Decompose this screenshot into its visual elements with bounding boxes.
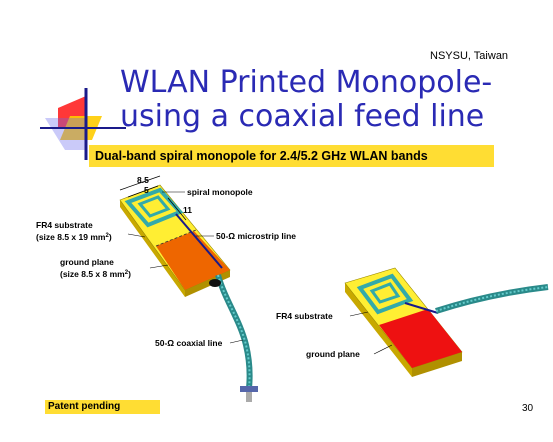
spiral-inner <box>137 195 171 218</box>
spiral-right-outer <box>356 273 414 315</box>
page-number: 30 <box>522 403 534 414</box>
microstrip-line <box>175 213 223 269</box>
substrate-right-side <box>345 283 412 377</box>
ground-label-line1: ground plane <box>60 257 114 267</box>
ground-label-line2: (size 8.5 x 8 mm2) <box>60 269 131 279</box>
right-antenna: FR4 substrate ground plane <box>276 267 549 377</box>
substrate-side <box>120 200 185 297</box>
coax-cable-right <box>435 284 549 314</box>
slide-title: WLAN Printed Monopole- using a coaxial f… <box>120 66 550 134</box>
dim-line-inner <box>127 185 159 198</box>
fr4-label-line2: (size 8.5 x 19 mm2) <box>36 232 112 242</box>
microstrip-right <box>404 302 439 314</box>
coax-end <box>209 279 221 287</box>
dim-line-height <box>167 197 187 221</box>
dim-label-inner: 5 <box>144 185 149 195</box>
spiral-outer <box>124 187 184 228</box>
ground-plane-right <box>379 309 462 368</box>
title-line-1: WLAN Printed Monopole- <box>120 65 493 100</box>
dim-label-outer: 8.5 <box>137 175 149 185</box>
spiral-right-inner <box>369 282 401 304</box>
fr4-right-label: FR4 substrate <box>276 311 333 321</box>
left-antenna: 8.5 5 11 spiral monopole FR4 substrate (… <box>36 175 296 402</box>
affiliation-label: NSYSU, Taiwan <box>430 50 509 62</box>
coax-connector <box>240 386 258 392</box>
title-line-2: using a coaxial feed line <box>120 99 485 134</box>
patent-badge: Patent pending <box>45 400 160 414</box>
decorative-logo-icon <box>40 88 126 160</box>
ground-right-label: ground plane <box>306 349 360 359</box>
spiral-label: spiral monopole <box>187 187 253 197</box>
coax-label: 50-Ω coaxial line <box>155 338 223 348</box>
boundary-dash <box>155 229 197 247</box>
fr4-label-line1: FR4 substrate <box>36 220 93 230</box>
dim-line-outer <box>119 175 161 191</box>
coax-cable <box>215 274 253 389</box>
subtitle-band: Dual-band spiral monopole for 2.4/5.2 GH… <box>89 145 494 167</box>
ground-plane <box>156 231 230 290</box>
microstrip-label: 50-Ω microstrip line <box>216 231 296 241</box>
dim-label-height: 11 <box>183 205 192 215</box>
substrate-right-front <box>412 352 462 377</box>
